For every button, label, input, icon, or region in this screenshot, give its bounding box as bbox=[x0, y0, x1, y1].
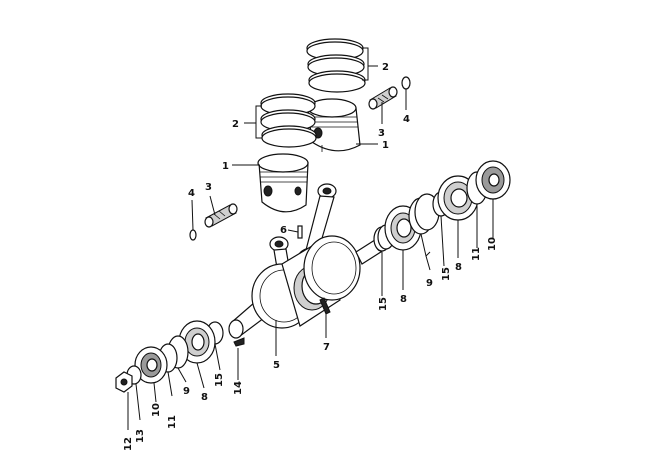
callout-4-top: 4 bbox=[403, 114, 410, 125]
callout-1-top: 1 bbox=[382, 140, 389, 151]
piston-ring-set-right bbox=[306, 38, 366, 93]
piston-right bbox=[307, 98, 361, 152]
crankshaft bbox=[228, 235, 387, 339]
callout-8-left: 8 bbox=[201, 392, 208, 403]
callout-15-right-a: 15 bbox=[441, 267, 452, 281]
left-bearing-stack bbox=[115, 320, 245, 393]
callout-9-left: 9 bbox=[183, 386, 190, 397]
callout-2-left: 2 bbox=[232, 119, 239, 130]
callout-14: 14 bbox=[233, 381, 244, 395]
callout-5: 5 bbox=[273, 360, 280, 371]
piston-ring-set-left bbox=[260, 93, 317, 148]
callout-8-right-a: 8 bbox=[455, 262, 462, 273]
callout-7: 7 bbox=[323, 342, 330, 353]
callout-8-right-b: 8 bbox=[400, 294, 407, 305]
piston-left bbox=[257, 153, 309, 213]
callout-10-right: 10 bbox=[487, 237, 498, 251]
leader-lines bbox=[127, 47, 494, 430]
dowel-pin bbox=[297, 225, 303, 239]
callout-10-left: 10 bbox=[151, 403, 162, 417]
wrist-pin-right bbox=[368, 86, 398, 110]
callout-15-right-b: 15 bbox=[378, 297, 389, 311]
callout-11-right: 11 bbox=[471, 247, 482, 261]
callout-15-left: 15 bbox=[214, 373, 225, 387]
callout-2-top: 2 bbox=[382, 62, 389, 73]
callout-labels: 2 1 3 4 2 1 3 4 6 5 7 15 8 9 15 8 11 10 … bbox=[123, 62, 498, 451]
callout-12: 12 bbox=[123, 437, 134, 451]
wrist-pin-left bbox=[204, 203, 238, 228]
callout-6: 6 bbox=[280, 225, 287, 236]
callout-13: 13 bbox=[135, 429, 146, 443]
callout-3-top: 3 bbox=[378, 128, 385, 139]
callout-9-right: 9 bbox=[426, 278, 433, 289]
retaining-clip-left bbox=[189, 229, 197, 241]
right-bearing-stack bbox=[373, 160, 511, 252]
callout-3-left: 3 bbox=[205, 182, 212, 193]
retaining-clip-right bbox=[401, 76, 411, 90]
callout-1-left: 1 bbox=[222, 161, 229, 172]
callout-4-left: 4 bbox=[188, 188, 195, 199]
callout-11-left: 11 bbox=[167, 415, 178, 429]
